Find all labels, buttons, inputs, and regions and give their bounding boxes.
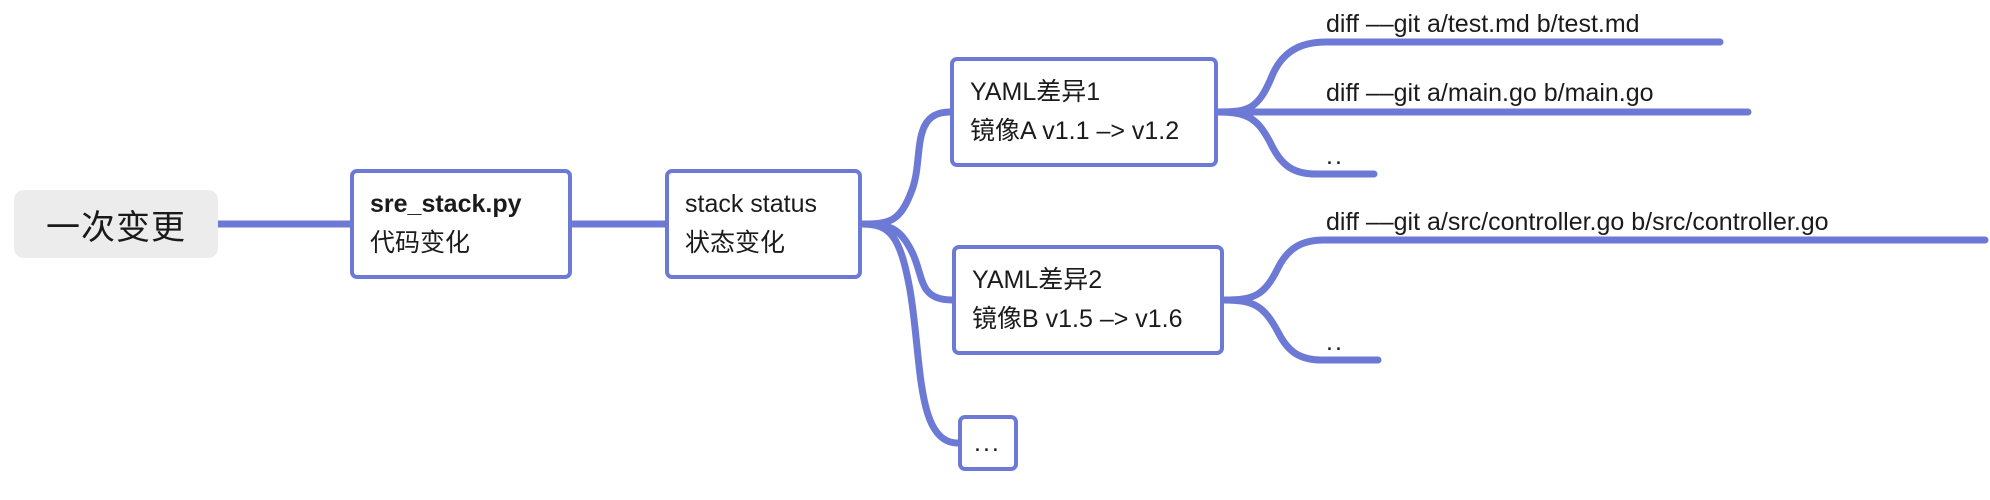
leaf-more-2[interactable]: ..	[1326, 328, 1344, 356]
leaf-diff-test-md[interactable]: diff ––git a/test.md b/test.md	[1326, 10, 1640, 38]
node-stack-status-line1: stack status	[685, 190, 817, 219]
node-yaml-diff-1-line2: 镜像A v1.1 –> v1.2	[970, 117, 1180, 145]
node-stack-status[interactable]: stack status 状态变化	[665, 169, 862, 279]
node-more-branches[interactable]: ...	[958, 415, 1018, 471]
edge-yaml-2-to-more-2	[1220, 296, 1382, 364]
node-more-branches-label: ...	[974, 428, 1001, 457]
edge-stack-status-to-yaml-2	[858, 220, 956, 304]
leaf-diff-main-go[interactable]: diff ––git a/main.go b/main.go	[1326, 79, 1654, 107]
leaf-diff-src-controller-go[interactable]: diff ––git a/src/controller.go b/src/con…	[1326, 208, 1829, 236]
node-sre-stack-py-line1: sre_stack.py	[370, 190, 522, 219]
edge-yaml-1-to-more-1	[1214, 108, 1378, 178]
node-yaml-diff-2[interactable]: YAML差异2 镜像B v1.5 –> v1.6	[952, 245, 1224, 355]
node-stack-status-line2: 状态变化	[685, 229, 786, 257]
node-yaml-diff-1[interactable]: YAML差异1 镜像A v1.1 –> v1.2	[950, 57, 1218, 167]
node-yaml-diff-2-line2: 镜像B v1.5 –> v1.6	[972, 305, 1183, 333]
edge-stack-status-to-yaml-1	[858, 108, 954, 228]
leaf-more-1[interactable]: ..	[1326, 142, 1344, 170]
node-sre-stack-py-line2: 代码变化	[370, 229, 471, 257]
node-root[interactable]: 一次变更	[14, 190, 218, 258]
edge-stack-status-to-ellipsis	[858, 220, 962, 447]
node-root-label: 一次变更	[46, 208, 186, 247]
node-yaml-diff-2-line1: YAML差异2	[972, 266, 1103, 295]
edge-yaml-2-to-diff-controller-go	[1220, 236, 1989, 304]
node-yaml-diff-1-line1: YAML差异1	[970, 78, 1101, 107]
node-sre-stack-py[interactable]: sre_stack.py 代码变化	[350, 169, 572, 279]
